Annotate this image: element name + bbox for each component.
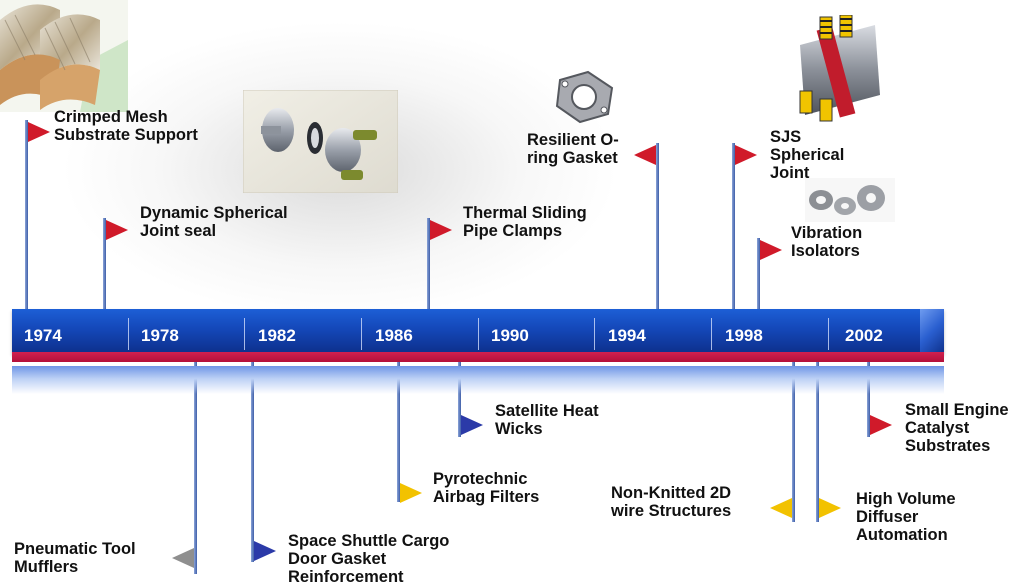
red-flag-icon: [735, 145, 757, 165]
timeline-tick: [828, 318, 829, 350]
red-flag-icon: [106, 220, 128, 240]
pole-small-engine: [867, 362, 870, 437]
pole-sjs-joint: [732, 143, 735, 310]
milestone-label-airbag-filters: Pyrotechnic Airbag Filters: [433, 470, 540, 506]
milestone-label-thermal-clamps: Thermal Sliding Pipe Clamps: [463, 204, 587, 240]
milestone-label-sjs-joint: SJS Spherical Joint: [770, 128, 845, 182]
pole-oring-gasket: [656, 143, 659, 310]
red-flag-icon: [430, 220, 452, 240]
pole-vibration-isolators: [757, 238, 760, 310]
yellow-flag-icon: [400, 483, 422, 503]
milestone-label-shuttle-gasket: Space Shuttle Cargo Door Gasket Reinforc…: [288, 532, 450, 586]
year-label: 1994: [608, 326, 646, 345]
timeline-bar-end: [920, 309, 944, 354]
pole-diffuser-automation: [816, 362, 819, 522]
pole-shuttle-gasket: [251, 362, 254, 562]
pole-dynamic-joint: [103, 218, 106, 310]
year-label: 1990: [491, 326, 529, 345]
milestone-label-satellite-wicks: Satellite Heat Wicks: [495, 402, 599, 438]
timeline-stripe: [12, 352, 944, 362]
pole-crimped-mesh: [25, 120, 28, 310]
sjs-joint-photo: [799, 15, 880, 122]
milestone-label-crimped-mesh: Crimped Mesh Substrate Support: [54, 108, 198, 144]
vibration-isolators-photo: [805, 178, 895, 222]
red-flag-icon: [634, 145, 656, 165]
timeline-tick: [128, 318, 129, 350]
year-label: 1982: [258, 326, 296, 345]
timeline-tick: [361, 318, 362, 350]
pole-satellite-wicks: [458, 362, 461, 437]
milestone-label-vibration-isolators: Vibration Isolators: [791, 224, 863, 260]
red-flag-icon: [28, 122, 50, 142]
timeline-tick: [711, 318, 712, 350]
blue-flag-icon: [254, 541, 276, 561]
milestone-label-small-engine: Small Engine Catalyst Substrates: [905, 401, 1009, 455]
timeline-tick: [244, 318, 245, 350]
milestone-label-oring-gasket: Resilient O- ring Gasket: [527, 131, 619, 167]
red-flag-icon: [870, 415, 892, 435]
pole-pneumatic-mufflers: [194, 362, 197, 574]
red-flag-icon: [760, 240, 782, 260]
year-label: 1974: [24, 326, 62, 345]
pole-non-knitted: [792, 362, 795, 522]
milestone-label-dynamic-joint: Dynamic Spherical Joint seal: [140, 204, 288, 240]
yellow-flag-icon: [770, 498, 792, 518]
milestone-label-diffuser-automation: High Volume Diffuser Automation: [856, 490, 956, 544]
gray-flag-icon: [172, 548, 194, 568]
year-label: 1986: [375, 326, 413, 345]
timeline-reflection: [12, 366, 944, 394]
pole-thermal-clamps: [427, 218, 430, 310]
oring-gasket-photo: [555, 70, 614, 124]
timeline-tick: [594, 318, 595, 350]
pole-airbag-filters: [397, 362, 400, 502]
crimped-mesh-photo: [0, 0, 128, 112]
year-label: 1978: [141, 326, 179, 345]
spherical-joint-parts-photo: [243, 90, 398, 193]
milestone-label-non-knitted: Non-Knitted 2D wire Structures: [611, 484, 732, 520]
year-label: 1998: [725, 326, 763, 345]
year-label: 2002: [845, 326, 883, 345]
milestone-label-pneumatic-mufflers: Pneumatic Tool Mufflers: [14, 540, 136, 576]
blue-flag-icon: [461, 415, 483, 435]
yellow-flag-icon: [819, 498, 841, 518]
timeline-tick: [478, 318, 479, 350]
